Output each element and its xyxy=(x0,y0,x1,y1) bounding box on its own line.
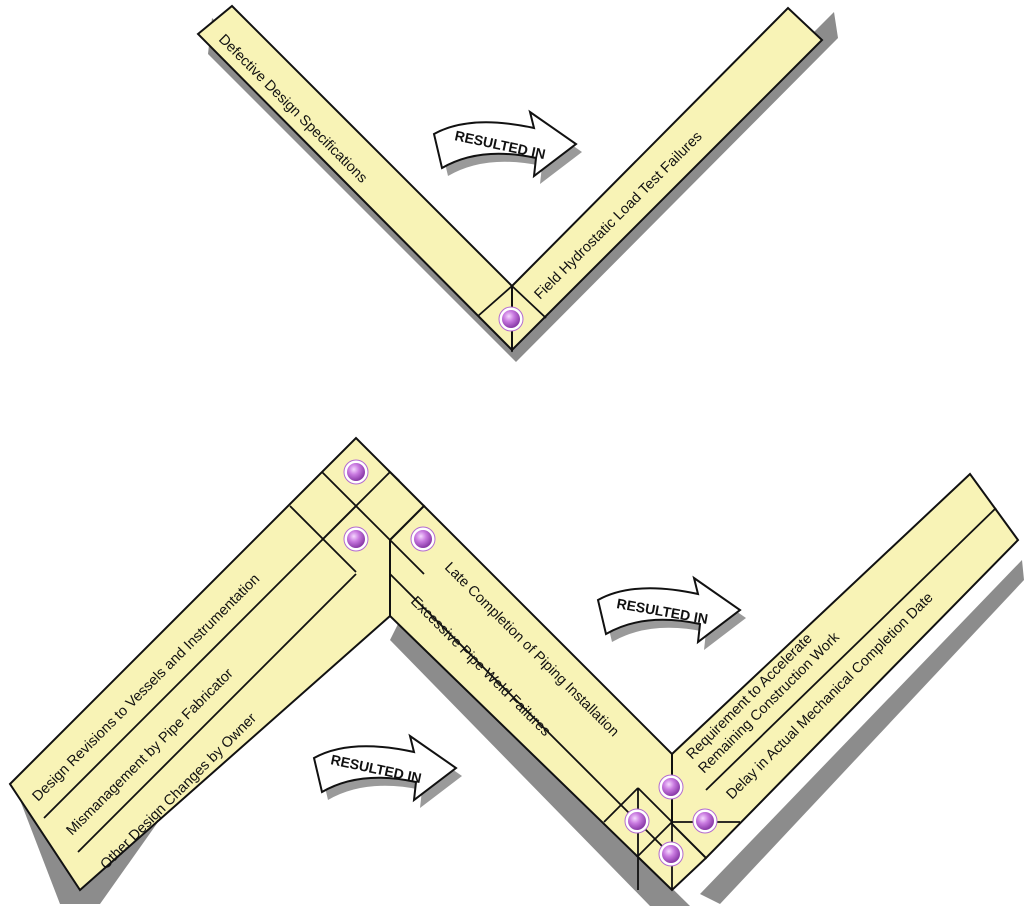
bottom-middle-divider xyxy=(389,573,673,857)
top-cause-label: Defective Design Specifications xyxy=(215,32,370,187)
bottom-junction-line-2 xyxy=(637,787,673,823)
bottom-w-diagram: Design Revisions to Vessels and Instrume… xyxy=(8,436,1024,906)
bottom-right-arm-shadow xyxy=(700,560,1024,904)
top-effect-bar xyxy=(511,6,824,353)
top-cause-dot xyxy=(502,310,520,328)
bottom-dot-6 xyxy=(696,812,714,830)
top-junction-line-left xyxy=(477,285,513,317)
bottom-effect-divider xyxy=(705,507,997,791)
bottom-dot-1 xyxy=(347,463,365,481)
bottom-arrow-icon xyxy=(312,733,458,803)
top-junction-line-right xyxy=(511,285,547,319)
bottom-junction-line-1 xyxy=(603,787,639,823)
middle-arrow-icon xyxy=(596,575,742,645)
top-resulted-in-arrow: RESULTED IN xyxy=(432,109,582,184)
bottom-middle-cell-a xyxy=(321,471,425,575)
bottom-dot-2 xyxy=(347,530,365,548)
top-arrow-icon xyxy=(432,109,578,179)
bottom-cause-divider-2 xyxy=(77,573,357,853)
top-v-diagram: Defective Design Specifications Field Hy… xyxy=(196,4,838,362)
bottom-dot-7 xyxy=(662,845,680,863)
bottom-middle-bar xyxy=(389,504,707,892)
bottom-effect-bar xyxy=(671,472,1020,860)
bottom-dot-5 xyxy=(628,812,646,830)
bottom-dot-3 xyxy=(414,530,432,548)
bottom-dot-4 xyxy=(662,778,680,796)
middle-resulted-in-arrow: RESULTED IN xyxy=(596,575,746,650)
bottom-junction-line-3 xyxy=(637,821,673,857)
bottom-middle-cell-b xyxy=(321,505,357,541)
bottom-resulted-in-arrow: RESULTED IN xyxy=(312,733,462,808)
